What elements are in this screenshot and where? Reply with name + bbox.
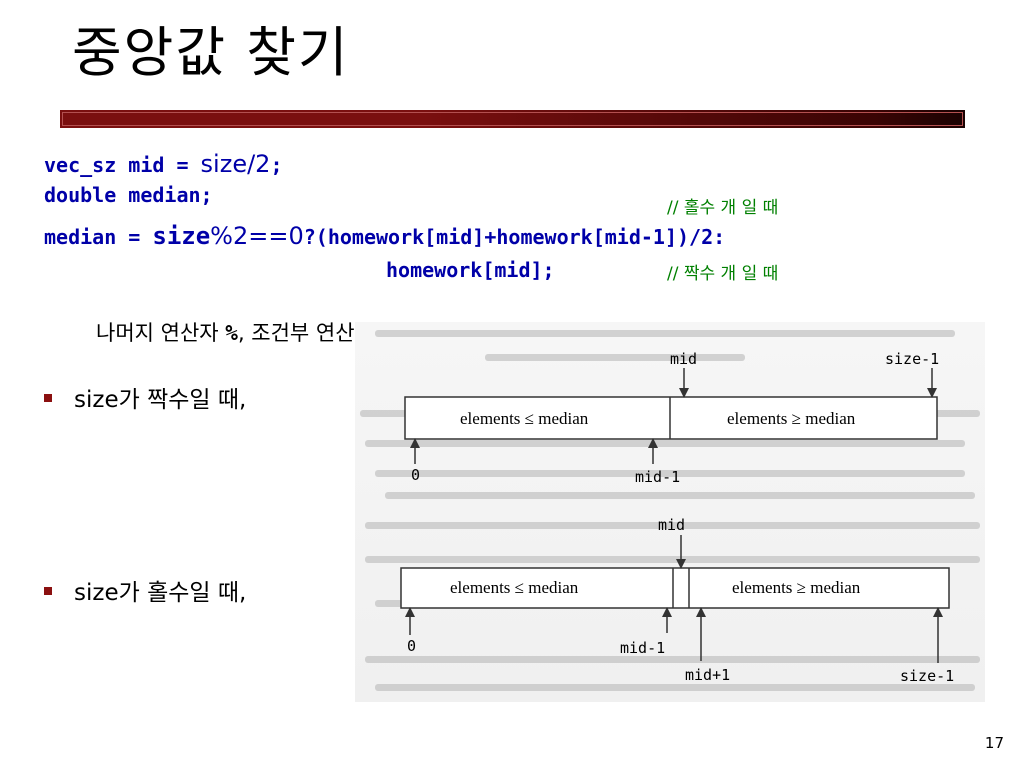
label-mid-minus-1: mid-1 <box>620 639 665 657</box>
code-mod-expr: %2==0 <box>210 222 304 250</box>
box-left-label: elements ≤ median <box>460 409 589 428</box>
label-mid-minus-1: mid-1 <box>635 468 680 486</box>
box-left-label: elements ≤ median <box>450 578 579 597</box>
code-size-div: size/2 <box>200 150 271 178</box>
bullet-even: size가 짝수일 때, <box>44 380 246 414</box>
label-size-minus-1: size-1 <box>900 667 954 685</box>
bullet-square-icon <box>44 586 52 595</box>
bullet-odd: size가 홀수일 때, <box>44 573 246 607</box>
title-underline-bar <box>60 110 965 128</box>
code-line-1: vec_sz mid = size/2; <box>44 150 283 178</box>
bullet-square-icon <box>44 393 52 402</box>
diagram-even-size: mid size-1 elements ≤ median elements ≥ … <box>404 350 939 486</box>
label-mid: mid <box>658 516 685 534</box>
comment-even: // 짝수 개 일 때 <box>667 264 779 284</box>
diagram-odd-size: mid elements ≤ median elements ≥ median … <box>400 516 954 685</box>
page-number: 17 <box>984 734 1004 752</box>
code-line-3: median = size%2==0?(homework[mid]+homewo… <box>44 222 726 250</box>
slide-title: 중앙값 찾기 <box>72 21 350 84</box>
comment-odd: // 홀수 개 일 때 <box>667 198 779 218</box>
code-size-word: size <box>152 222 211 250</box>
label-zero: 0 <box>407 637 416 655</box>
label-mid: mid <box>670 350 697 368</box>
box-right-label: elements ≥ median <box>732 578 861 597</box>
code-line-2: double median; <box>44 183 213 207</box>
label-size-minus-1: size-1 <box>885 350 939 368</box>
label-zero: 0 <box>411 466 420 484</box>
box-right-label: elements ≥ median <box>727 409 856 428</box>
label-mid-plus-1: mid+1 <box>685 666 730 684</box>
code-line-4: homework[mid]; <box>386 258 555 282</box>
